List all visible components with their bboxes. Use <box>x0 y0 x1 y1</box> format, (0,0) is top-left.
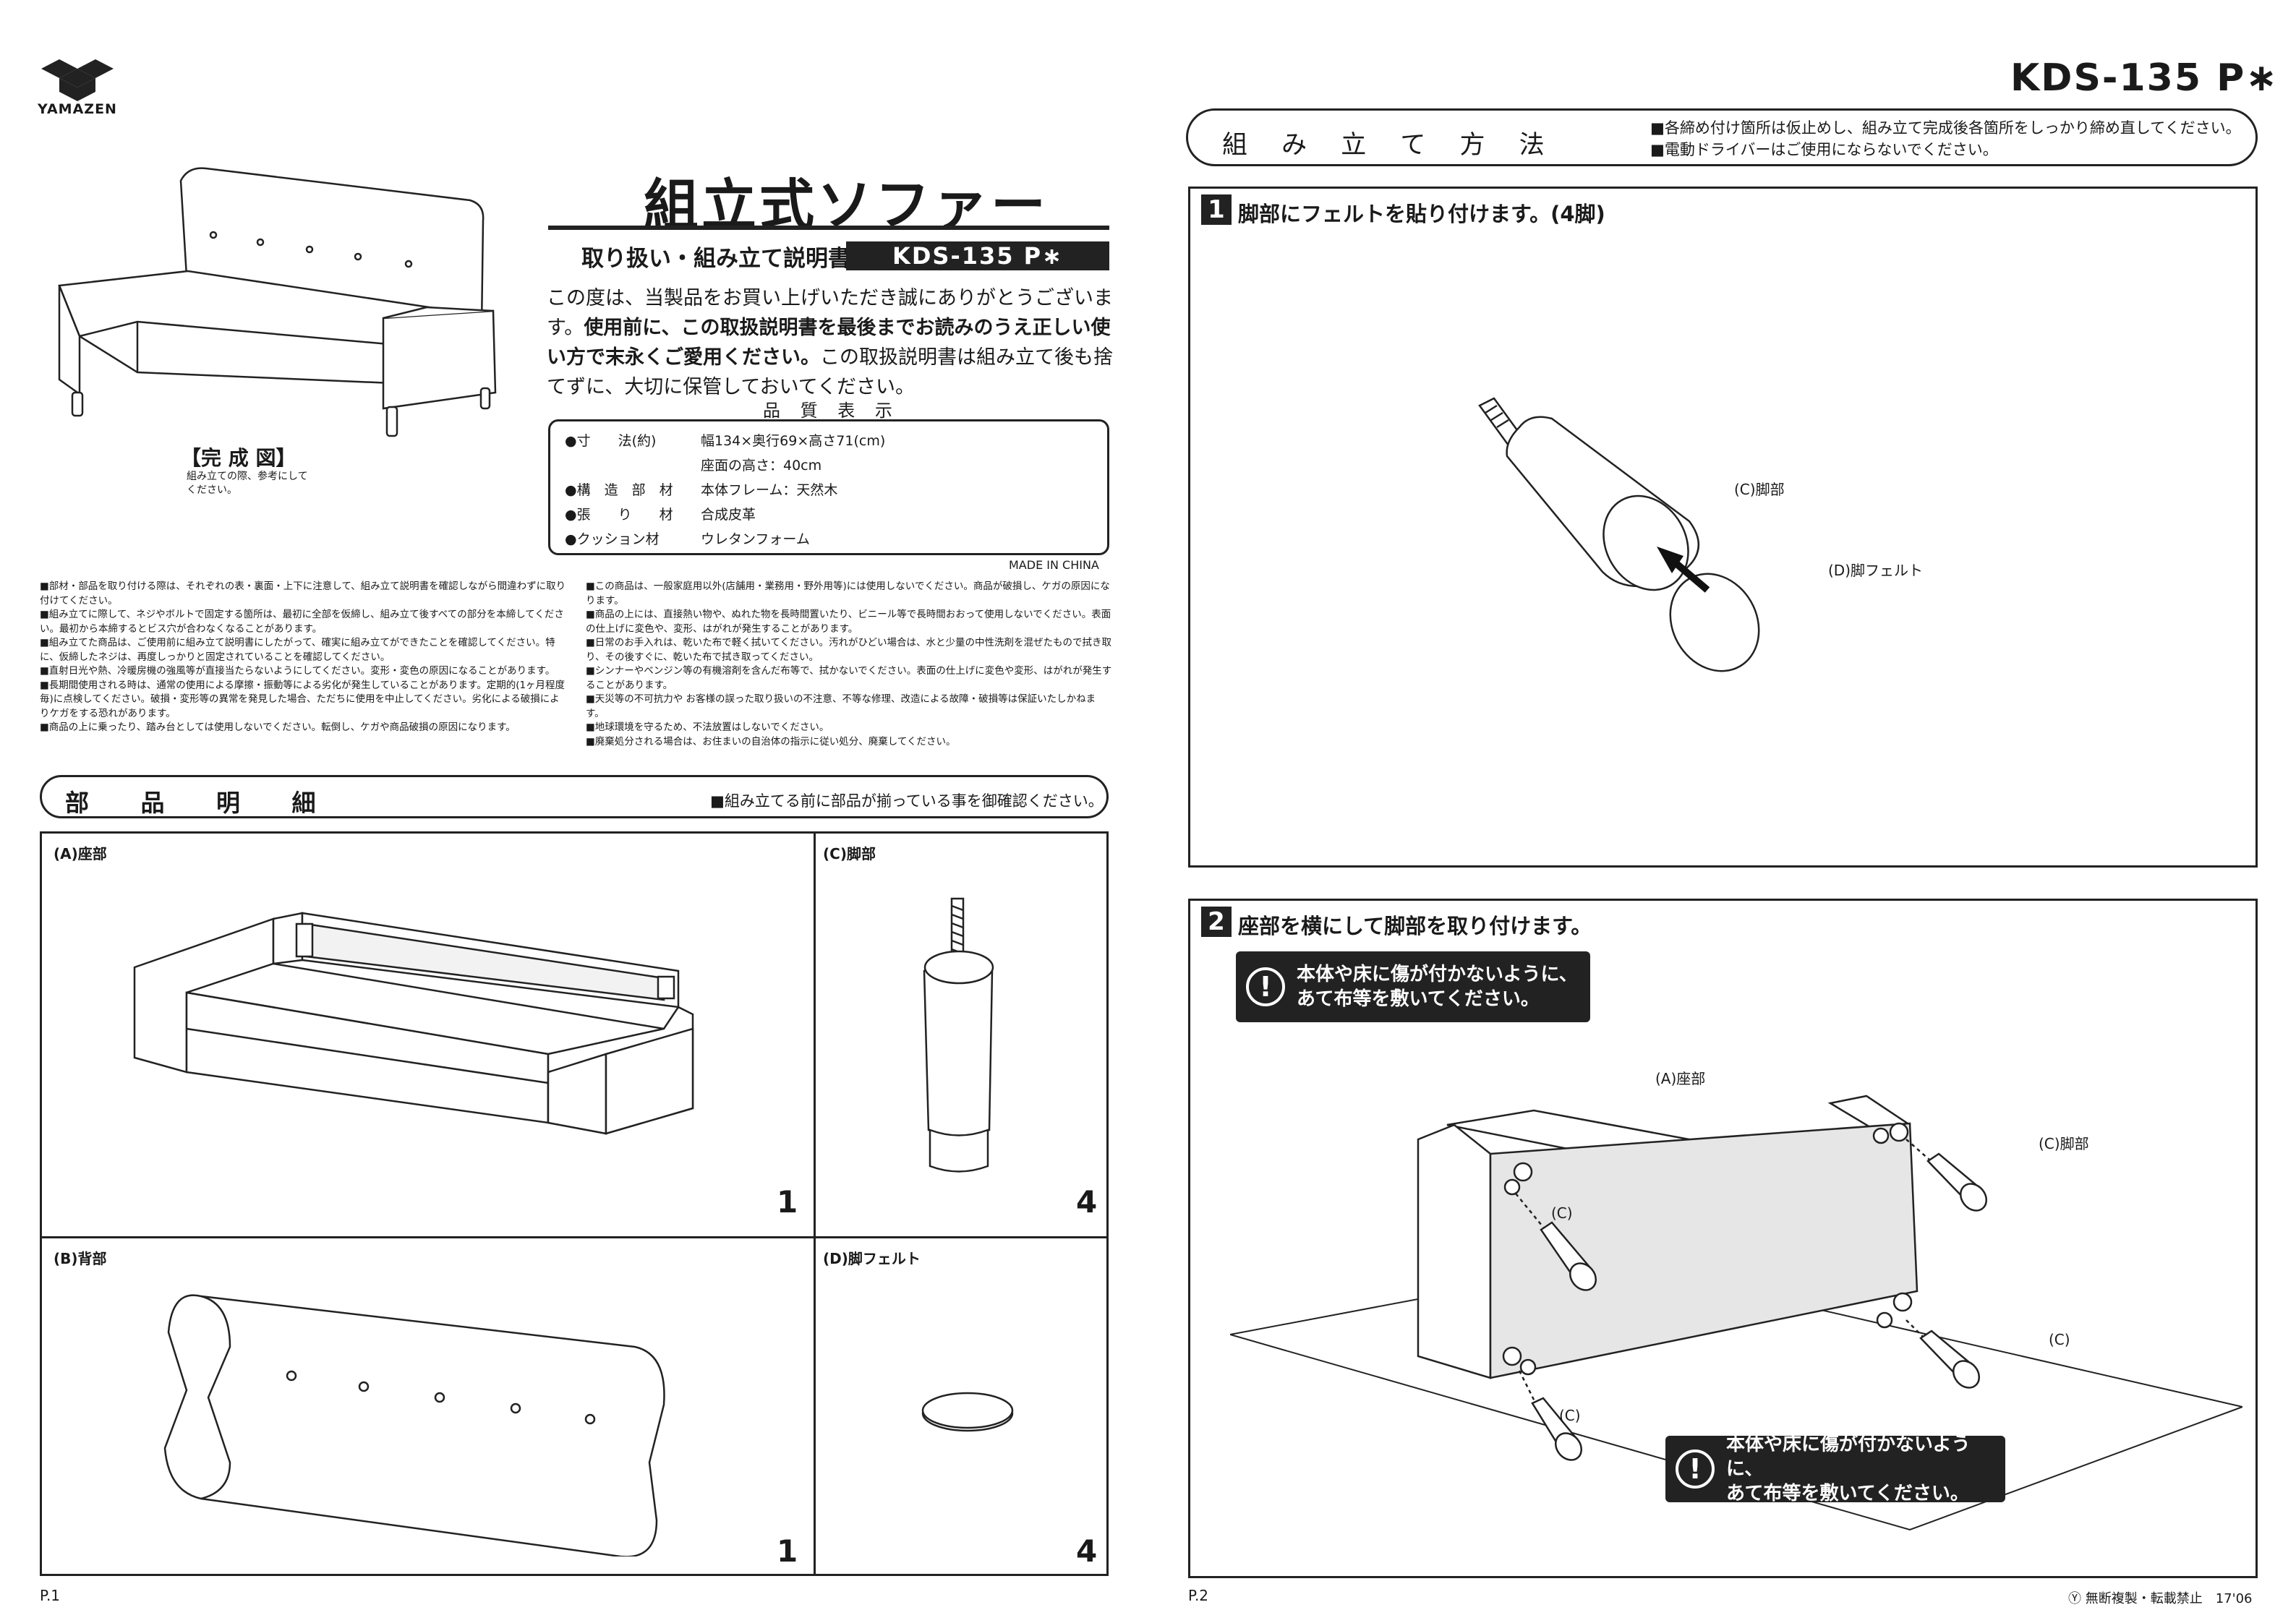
quality-value: 本体フレーム：天然木 <box>701 482 838 498</box>
leg-part-illustration <box>923 897 994 1173</box>
parts-header <box>40 775 1109 818</box>
warning-line: 本体や床に傷が付かないように、 <box>1297 964 1578 985</box>
parts-title: 部 品 明 細 <box>65 789 338 817</box>
caution-note: ■組み立てた商品は、ご使用前に組み立て説明書にしたがって、確実に組み立てができた… <box>40 637 555 663</box>
caution-notes-left: ■部材・部品を取り付ける際は、それぞれの表・裏面・上下に注意して、組み立て説明書… <box>40 580 568 735</box>
seat-leg-attach-illustration <box>1230 1095 2242 1531</box>
parts-note: ■組み立てる前に部品が揃っている事を御確認ください。 <box>710 792 1104 810</box>
complete-figure-label: 【完 成 図】 <box>181 446 296 470</box>
page-number: P.1 <box>40 1587 61 1604</box>
warning-text: 本体や床に傷が付かないように、 あて布等を敷いてください。 <box>1726 1432 1995 1506</box>
intro-text: この度は、当製品をお買い上げいただき誠にありがとうございます。使用前に、この取扱… <box>547 283 1118 402</box>
quality-value: 合成皮革 <box>701 507 756 523</box>
quality-box: ●寸 法(約) 幅134×奥行69×高さ71(cm) 座面の高さ：40cm ●構 … <box>548 419 1109 555</box>
step1-leg-label: (C)脚部 <box>1734 481 1785 498</box>
step2-c-label: (C) <box>1559 1407 1581 1424</box>
quality-row: ●クッション材 ウレタンフォーム <box>565 527 1093 552</box>
model-number: KDS-135 P∗ <box>2010 56 2279 100</box>
copyright-notice: Ⓨ 無断複製・転載禁止 17'06 <box>2068 1591 2253 1606</box>
made-in-label: MADE IN CHINA <box>1009 558 1099 572</box>
warning-line: 本体や床に傷が付かないように、 <box>1726 1434 1971 1480</box>
quality-key: ●寸 法(約) <box>565 433 657 449</box>
quality-row: ●寸 法(約) 幅134×奥行69×高さ71(cm) <box>565 429 1093 453</box>
warning-line: あて布等を敷いてください。 <box>1297 988 1540 1010</box>
assembly-note: ■電動ドライバーはご使用にならないでください。 <box>1650 141 1998 158</box>
assembly-note: ■各締め付け箇所は仮止めし、組み立て完成後各箇所をしっかり締め直してください。 <box>1650 119 2241 137</box>
step2-instruction: 座部を横にして脚部を取り付けます。 <box>1238 914 1592 938</box>
caution-notes-right: ■この商品は、一般家庭用以外(店舗用・業務用・野外用等)には使用しないでください… <box>586 580 1114 749</box>
quality-key: ●構 造 部 材 <box>565 482 673 498</box>
floor-protection-warning: ! 本体や床に傷が付かないように、 あて布等を敷いてください。 <box>1236 951 1590 1022</box>
part-qty-c: 4 <box>1076 1184 1098 1220</box>
part-qty-a: 1 <box>777 1184 798 1220</box>
felt-part-illustration <box>921 1392 1014 1432</box>
quality-row: ●張 り 材 合成皮革 <box>565 502 1093 527</box>
step1-number: 1 <box>1201 194 1232 225</box>
step2-leg-label: (C)脚部 <box>2039 1135 2089 1152</box>
grid-divider <box>42 1236 1106 1238</box>
quality-row: ●構 造 部 材 本体フレーム：天然木 <box>565 478 1093 502</box>
assembly-notes: ■各締め付け箇所は仮止めし、組み立て完成後各箇所をしっかり締め直してください。 … <box>1650 117 2241 160</box>
caution-note: ■商品の上には、直接熱い物や、ぬれた物を長時間置いたり、ビニール等で長時間おおっ… <box>586 609 1111 635</box>
caution-note: ■部材・部品を取り付ける際は、それぞれの表・裏面・上下に注意して、組み立て説明書… <box>40 581 566 607</box>
part-label-a: (A)座部 <box>54 845 107 862</box>
parts-grid: (A)座部 1 (C)脚部 4 (B)背部 1 (D)脚フェルト <box>40 831 1109 1576</box>
step1-panel: 1 脚部にフェルトを貼り付けます。(4脚) (C)脚部 (D)脚フェルト <box>1188 187 2258 868</box>
step1-instruction: 脚部にフェルトを貼り付けます。(4脚) <box>1238 202 1605 226</box>
step1-felt-label: (D)脚フェルト <box>1828 562 1924 579</box>
part-label-b: (B)背部 <box>54 1250 107 1267</box>
caution-note: ■長期間使用される時は、通常の使用による摩擦・振動等による劣化が発生していること… <box>40 679 566 719</box>
part-qty-d: 4 <box>1076 1533 1098 1569</box>
caution-note: ■直射日光や熱、冷暖房機の強風等が直接当たらないようにしてください。変形・変色の… <box>40 665 555 677</box>
part-label-c: (C)脚部 <box>823 845 876 862</box>
step2-seat-label: (A)座部 <box>1655 1070 1706 1087</box>
part-qty-b: 1 <box>777 1533 798 1569</box>
quality-key <box>565 453 701 478</box>
step2-panel: 2 座部を横にして脚部を取り付けます。 ! 本体や床に傷が付かないように、 あて… <box>1188 899 2258 1578</box>
grid-divider <box>814 834 816 1574</box>
quality-key: ●クッション材 <box>565 531 660 547</box>
quality-key: ●張 り 材 <box>565 507 673 523</box>
quality-row: 座面の高さ：40cm <box>565 453 1093 478</box>
felt-attach-illustration <box>1478 397 1760 672</box>
caution-note: ■シンナーやベンジン等の有機溶剤を含んだ布等で、拭かないでください。表面の仕上げ… <box>586 665 1112 691</box>
caution-note: ■天災等の不可抗力や お客様の誤った取り扱いの不注意、不等な修理、改造による故障… <box>586 693 1096 719</box>
brand-name: YAMAZEN <box>38 101 117 117</box>
quality-value: 幅134×奥行69×高さ71(cm) <box>701 433 886 449</box>
page-number: P.2 <box>1188 1587 1209 1604</box>
caution-note: ■日常のお手入れは、乾いた布で軽く拭いてください。汚れがひどい場合は、水と少量の… <box>586 637 1112 663</box>
assembly-header <box>1186 108 2258 166</box>
caution-note: ■廃棄処分される場合は、お住まいの自治体の指示に従い処分、廃棄してください。 <box>586 735 956 748</box>
warning-icon: ! <box>1676 1449 1715 1489</box>
warning-line: あて布等を敷いてください。 <box>1726 1483 1969 1504</box>
intro-rest: この取扱説明書は組み立て後も捨てずに、大切に保管しておいてください。 <box>547 346 1113 398</box>
warning-text: 本体や床に傷が付かないように、 あて布等を敷いてください。 <box>1297 962 1578 1011</box>
assembly-title: 組 み 立 て 方 法 <box>1222 131 1558 160</box>
caution-note: ■地球環境を守るため、不法放置はしないでください。 <box>586 721 829 733</box>
caution-note: ■組み立てに際して、ネジやボルトで固定する箇所は、最初に全部を仮締し、組み立て後… <box>40 609 564 635</box>
subtitle-row: 取り扱い・組み立て説明書 KDS-135 P∗ <box>548 226 1109 272</box>
floor-protection-warning: ! 本体や床に傷が付かないように、 あて布等を敷いてください。 <box>1665 1434 2005 1504</box>
step2-c-label: (C) <box>1551 1204 1573 1222</box>
completed-sofa-illustration <box>58 167 497 437</box>
step2-c-label: (C) <box>2049 1331 2070 1348</box>
back-part-illustration <box>163 1294 665 1556</box>
quality-value: 座面の高さ：40cm <box>701 458 822 474</box>
quality-value: ウレタンフォーム <box>701 531 810 547</box>
model-badge: KDS-135 P∗ <box>846 241 1109 270</box>
part-label-d: (D)脚フェルト <box>823 1250 921 1267</box>
intro-bold: 使用前に、この取扱説明書を最後までお読みのうえ正しい使い方で末永くご愛用ください… <box>547 317 1111 369</box>
complete-figure-note: 組み立ての際、参考にしてください。 <box>187 471 308 496</box>
step2-number: 2 <box>1201 907 1232 937</box>
caution-note: ■商品の上に乗ったり、踏み台としては使用しないでください。転倒し、ケガや商品破損… <box>40 721 516 733</box>
caution-note: ■この商品は、一般家庭用以外(店舗用・業務用・野外用等)には使用しないでください… <box>586 581 1110 607</box>
quality-title: 品 質 表 示 <box>763 401 900 421</box>
intro-line: この度は、当製品をお買い上げいただき誠にありがとうございます。 <box>547 287 1113 339</box>
manual-label: 取り扱い・組み立て説明書 <box>581 246 850 272</box>
yamazen-logo-icon <box>41 59 114 101</box>
seat-part-illustration <box>133 912 694 1135</box>
warning-icon: ! <box>1246 967 1285 1006</box>
